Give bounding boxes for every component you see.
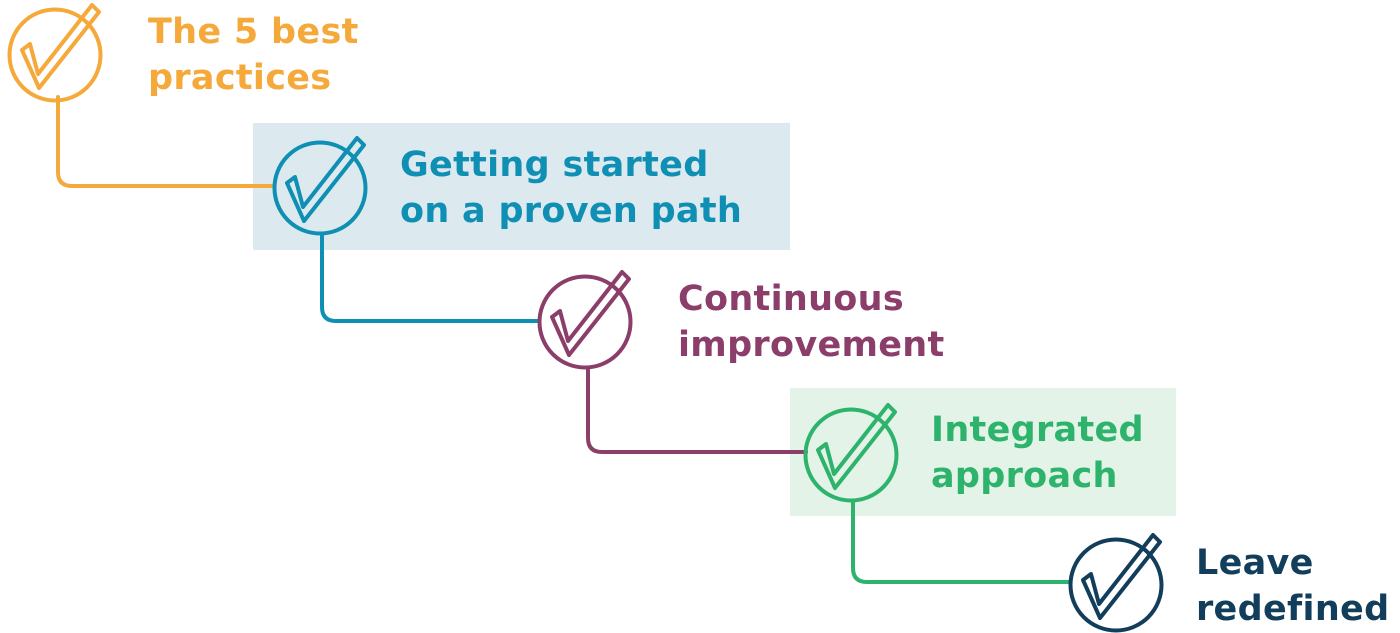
- step-3-label-line-1: Continuous: [678, 279, 905, 319]
- step-4-label: Integrated approach: [931, 407, 1144, 499]
- step-4-label-line-1: Integrated: [931, 410, 1144, 450]
- connector-4: [851, 500, 1071, 584]
- check-circle-icon-4: [803, 403, 899, 503]
- step-5-label: Leave redefined: [1196, 540, 1389, 632]
- step-4-label-line-2: approach: [931, 456, 1118, 496]
- step-1-label: The 5 best practices: [148, 9, 359, 101]
- connector-2: [320, 234, 539, 323]
- step-2-label-line-2: on a proven path: [400, 191, 743, 231]
- check-circle-icon-2: [272, 136, 368, 236]
- connector-1: [56, 95, 276, 188]
- connector-3: [586, 367, 808, 454]
- step-3-label: Continuous improvement: [678, 276, 945, 368]
- check-circle-icon-5: [1068, 533, 1164, 633]
- step-3-label-line-2: improvement: [678, 325, 945, 365]
- step-2-label-line-1: Getting started: [400, 145, 709, 185]
- step-2-label: Getting started on a proven path: [400, 142, 742, 234]
- step-1-label-line-1: The 5 best: [148, 12, 359, 52]
- step-5-label-line-2: redefined: [1196, 589, 1390, 629]
- step-5-label-line-1: Leave: [1196, 543, 1314, 583]
- check-circle-icon-3: [537, 270, 633, 370]
- step-1-label-line-2: practices: [148, 58, 332, 98]
- check-circle-icon-1: [7, 3, 103, 103]
